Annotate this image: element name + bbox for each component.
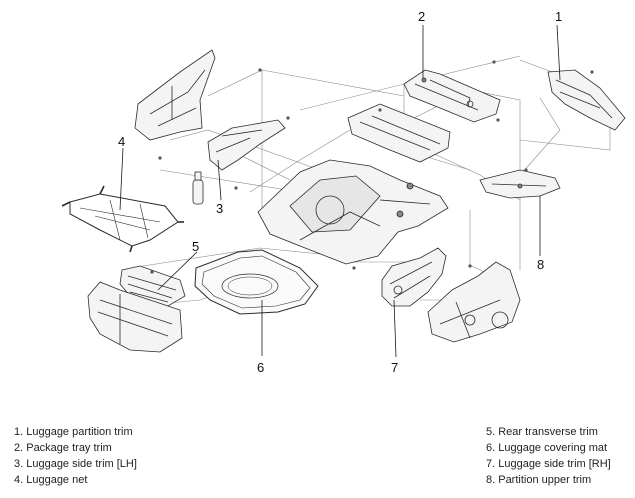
legend-item-5: 5. Rear transverse trim: [486, 426, 598, 438]
callout-8: 8: [537, 257, 544, 272]
part-shapes: [61, 49, 626, 353]
legend-item-6: 6. Luggage covering mat: [486, 442, 608, 454]
part-parcel-shelf-panel: [347, 103, 451, 163]
legend-item-8: 8. Partition upper trim: [486, 474, 592, 486]
legend-item-4: 4. Luggage net: [14, 474, 88, 486]
part-rear-body-inner-panel-left: [134, 49, 216, 141]
callout-4: 4: [118, 134, 125, 149]
legend-item-7: 7. Luggage side trim [RH]: [486, 458, 611, 470]
parts-legend-left: 1. Luggage partition trim 2. Package tra…: [14, 424, 137, 488]
callout-leader-lines: [119, 24, 561, 358]
exploded-parts-diagram: 1 2 3 4 5 6 7 8: [61, 9, 626, 375]
callout-7: 7: [391, 360, 398, 375]
part-luggage-side-trim-rh-7: [381, 247, 447, 307]
callout-2: 2: [418, 9, 425, 24]
callout-5: 5: [192, 239, 199, 254]
part-package-tray-trim-2: [403, 69, 501, 123]
callout-number-labels: 1 2 3 4 5 6 7 8: [118, 9, 562, 375]
part-rear-body-inner-panel-right: [427, 261, 521, 343]
fastener-points: [150, 60, 594, 274]
part-luggage-partition-trim-1: [547, 69, 626, 131]
part-luggage-side-trim-lh-3: [207, 119, 286, 171]
callout-6: 6: [257, 360, 264, 375]
legend-item-1: 1. Luggage partition trim: [14, 426, 133, 438]
part-rear-panel-lower: [87, 281, 183, 353]
callout-1: 1: [555, 9, 562, 24]
part-rear-floor-pan: [257, 159, 449, 265]
part-luggage-net-4: [61, 185, 184, 253]
legend-item-2: 2. Package tray trim: [14, 442, 112, 454]
part-partition-upper-trim-8: [479, 169, 561, 199]
parts-legend-right: 5. Rear transverse trim 6. Luggage cover…: [486, 424, 611, 488]
part-canister: [192, 171, 204, 205]
legend-item-3: 3. Luggage side trim [LH]: [14, 458, 137, 470]
part-luggage-covering-mat-6: [194, 249, 319, 315]
callout-3: 3: [216, 201, 223, 216]
